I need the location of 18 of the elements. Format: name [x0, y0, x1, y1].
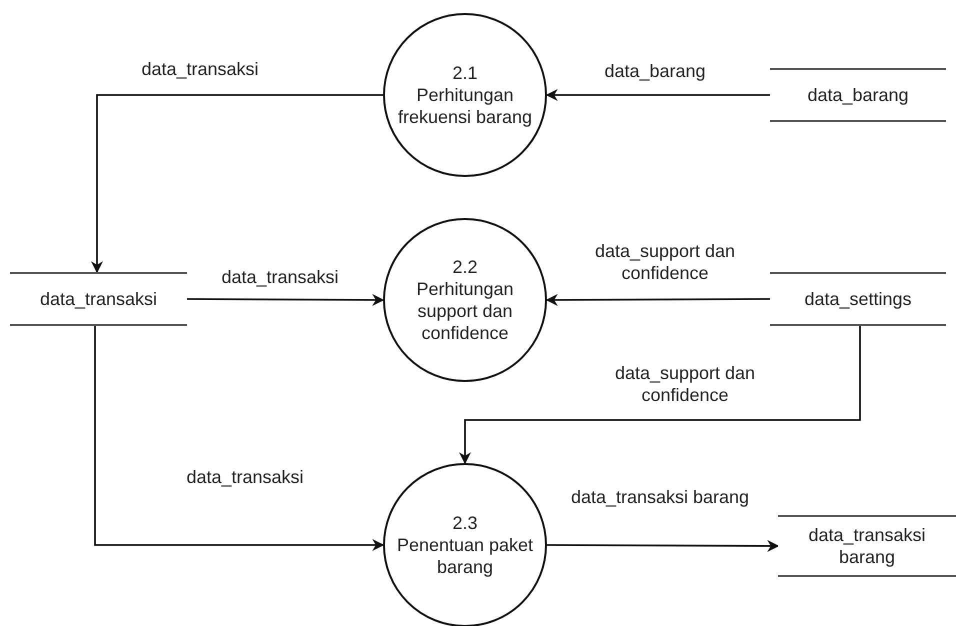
arrow: [91, 94, 383, 274]
arrow: [546, 89, 770, 101]
process-number: 2.2: [452, 256, 478, 278]
arrow: [94, 326, 384, 551]
process-number: 2.1: [452, 62, 478, 84]
node-label: data_transaksi barang: [807, 524, 927, 568]
node-label: data_settings: [804, 288, 912, 310]
arrow: [547, 540, 780, 552]
arrow: [187, 294, 384, 306]
data-store: [778, 515, 956, 577]
arrow: [546, 294, 770, 306]
node-label: data_barang: [807, 84, 909, 106]
node-label: data_transaksi: [40, 288, 158, 310]
node-label: Penentuan paket barang: [396, 534, 534, 578]
node-label: Perhitungan support dan confidence: [415, 278, 515, 344]
node-label: Perhitungan frekuensi barang: [396, 84, 534, 128]
arrow: [459, 326, 861, 464]
process-number: 2.3: [452, 512, 478, 534]
